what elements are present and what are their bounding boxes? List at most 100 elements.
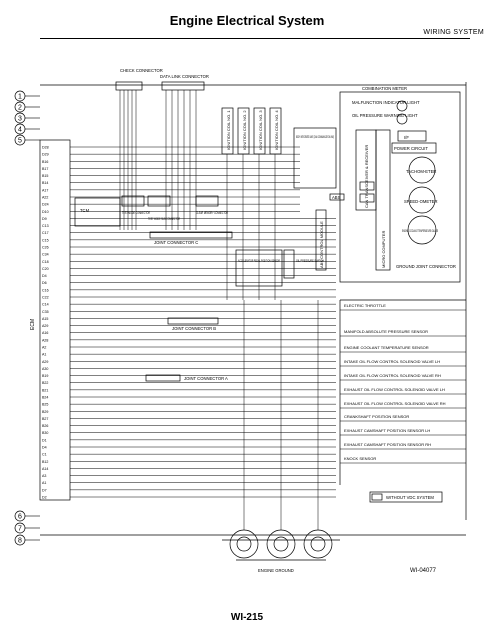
sensor-label: INTAKE OIL FLOW CONTROL SOLENOID VALVE R… [344,373,441,378]
sensor-label: EXHAUST OIL FLOW CONTROL SOLENOID VALVE … [344,387,445,392]
ecm-pin-label: A16 [42,331,48,335]
connector-number-2: 2 [14,101,26,113]
ecm-pin-label: C22 [42,296,49,300]
page-number: WI-215 [230,612,264,623]
ecm-pin-label: C34 [42,253,49,257]
ecm-label: ECM [30,319,36,330]
sensor-label: EXHAUST CAMSHAFT POSITION SENSOR LH [344,428,430,433]
test-mode-sub-label: TEST MODE SUB CONNECTOR [148,216,180,221]
check-connector [115,81,143,91]
ignition-coil-2-label: IGNITION COIL NO. 2 [242,110,247,150]
ecm-pin-label: C17 [42,231,49,235]
sensor-label: EXHAUST CAMSHAFT POSITION SENSOR RH [344,442,431,447]
can-transceiver-label: CAN TRANSCEIVER & RECEIVER [364,145,369,208]
svg-text:8: 8 [18,538,22,545]
ecm-box [39,139,71,501]
ecm-pin-label: A22 [42,196,48,200]
ecm-pin-label: D4 [42,446,47,450]
joint-connector-b [167,317,219,325]
connector-number-1: 1 [14,90,26,102]
ecm-pin-label: D24 [42,203,49,207]
ecm-pin-label: B19 [42,374,48,378]
ecm-pin-label: B25 [42,403,48,407]
ecm-pin-label: B30 [42,431,48,435]
ecm-pin-label: C15 [42,238,49,242]
svg-text:1: 1 [18,94,22,101]
sensor-label: MANIFOLD ABSOLUTE PRESSURE SENSOR [344,329,428,334]
micro-computer-box [375,129,391,271]
svg-text:5: 5 [18,138,22,145]
speedometer-label: SPEED-OMETER [404,199,438,204]
test-mode-connector [121,195,145,207]
ecm-pin-label: C26 [42,246,49,250]
ecm-pin-label: A17 [42,188,48,192]
oil-switch-label: OIL PRESSURE SWITCH [296,258,324,263]
joint-connector-c [149,231,233,239]
tachometer-label: TACHOM-ETER [406,169,436,174]
joint-connector-a [145,374,181,382]
data-link-connector-label: DATA LINK CONNECTOR [160,74,209,79]
connector-number-5: 5 [14,134,26,146]
engine-ground-3 [303,529,333,559]
combination-meter-box [339,91,461,283]
ecm-pin-label: C35 [42,310,49,314]
body-unit-label: BODY INTEGRATED UNIT (CAN COMMUNICATION … [296,134,334,139]
ecm-pin-label: D28 [42,146,49,150]
data-link-connector [161,81,205,91]
sensor-label: ELECTRIC THROTTLE [344,303,386,308]
body-integrated-unit-box [293,127,337,189]
engine-ground-2 [266,529,296,559]
ecm-pin-label: D29 [42,153,49,157]
coolant-gauge-label: ENGINE COOLANT TEMPERATURE GAUGE [402,228,438,233]
if-label: I/F [404,135,409,140]
connector-number-6: 6 [14,510,26,522]
ecm-pin-label: B26 [42,424,48,428]
connector-number-3: 3 [14,112,26,124]
svg-text:3: 3 [18,116,22,123]
oil-pressure-switch-box [283,249,295,279]
engine-ground-1 [229,529,259,559]
ecm-pin-label: D4 [42,274,47,278]
ecm-pin-label: A14 [42,467,48,471]
tcm-label: TCM [80,208,90,213]
abs-module-label: ABS CONTROL MODULE [319,221,324,268]
ecm-pin-label: C14 [42,303,49,307]
joint-c-label: JOINT CONNECTOR C [154,240,198,245]
ecm-pin-label: B22 [42,381,48,385]
ecm-pin-label: A28 [42,338,48,342]
clear-memory-label: CLEAR MEMORY CONNECTOR [196,210,228,215]
sensor-label: EXHAUST OIL FLOW CONTROL SOLENOID VALVE … [344,401,446,406]
without-vdc-box [369,491,443,503]
ecm-pin-label: A29 [42,360,48,364]
engine-ground-label: ENGINE GROUND [258,568,294,573]
ecm-pin-label: A1 [42,353,46,357]
ignition-coil-1-label: IGNITION COIL NO. 1 [226,110,231,150]
oil-lamp-label: OIL PRESSURE WARNING LIGHT [352,113,418,118]
clear-memory-connector [195,195,219,207]
ecm-pin-label: D9 [42,217,47,221]
sensor-label: CRANKSHAFT POSITION SENSOR [344,414,409,419]
ignition-coil-4-label: IGNITION COIL NO. 4 [274,110,279,150]
ecm-pin-label: A3 [42,474,46,478]
test-mode-label: TEST MODE CONNECTOR [122,210,150,215]
connector-number-4: 4 [14,123,26,135]
ecm-pin-label: D10 [42,210,49,214]
ecm-pin-label: A30 [42,367,48,371]
sensor-label: INTAKE OIL FLOW CONTROL SOLENOID VALVE L… [344,359,440,364]
speedometer-gauge [408,186,436,214]
ecm-pin-label: A1 [42,481,46,485]
abs-tag-box [329,193,345,201]
figure-id: WI-04077 [410,568,437,574]
ecm-pin-label: B21 [42,388,48,392]
header-rule [40,38,470,39]
test-mode-sub-connector [147,195,171,207]
ecm-pin-label: B14 [42,181,48,185]
micro-computer-label: MICRO COMPUTER [381,231,386,268]
ecm-pin-label: A15 [42,317,48,321]
joint-a-label: JOINT CONNECTOR A [184,376,228,381]
ecm-pin-label: C16 [42,288,49,292]
section-label: WIRING SYSTEM [423,29,484,36]
if-box [397,130,427,142]
ecm-pin-label: D1 [42,438,47,442]
